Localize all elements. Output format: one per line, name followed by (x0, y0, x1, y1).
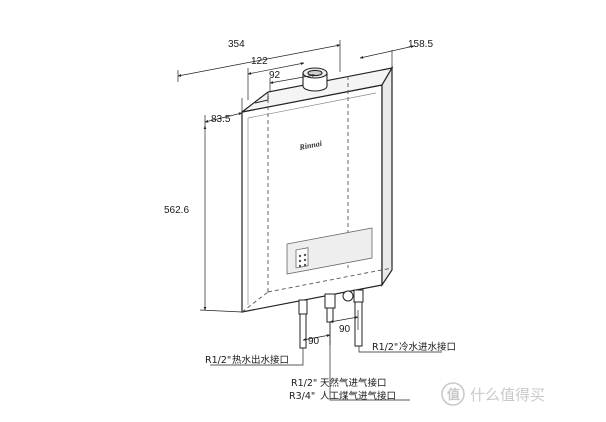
hot-water-label: 热水出水接口 (232, 354, 289, 366)
svg-text:值: 值 (447, 387, 460, 403)
dim-pipe-spacing-left: 90 (308, 336, 320, 347)
heater-body (241, 65, 394, 313)
cold-water-size: R1/2" (372, 342, 398, 353)
hot-water-pipe (298, 299, 308, 349)
dim-top-offset: 83.5 (211, 114, 231, 125)
gas-artificial-label: 人工煤气进气接口 (320, 390, 396, 402)
gas-natural-size: R1/2" (291, 378, 317, 389)
gas-pipe (324, 293, 336, 323)
panel-buttons (298, 253, 307, 268)
leader-lines (210, 322, 442, 401)
hot-water-leader (210, 348, 304, 366)
cold-water-label: 冷水进水接口 (399, 341, 456, 353)
cold-water-pipe (342, 289, 364, 347)
flue-outlet (302, 67, 328, 92)
front-face (241, 84, 383, 313)
hidden-edges (241, 76, 393, 313)
hot-water-size: R1/2" (205, 355, 231, 366)
cold-water-leader (358, 346, 442, 353)
dim-pipe-spacing-right: 90 (339, 324, 351, 335)
gas-leader (329, 322, 410, 401)
dim-flue-span: 122 (251, 56, 268, 67)
gas-artificial-size: R3/4" (289, 391, 315, 402)
smzdm-value-icon: 值 (441, 382, 465, 406)
dim-flue-inner: 92 (269, 70, 281, 81)
dimension-lines (177, 40, 415, 345)
dim-height: 562.6 (164, 205, 189, 216)
gas-natural-label: 天然气进气接口 (320, 377, 387, 389)
display-window (295, 247, 309, 269)
dim-depth: 158.5 (408, 39, 433, 50)
pipes (298, 289, 364, 349)
watermark: 值 什么值得买 (441, 382, 545, 406)
control-panel (286, 227, 373, 275)
side-face (381, 65, 393, 287)
dim-total-width: 354 (228, 39, 245, 50)
watermark-text: 什么值得买 (470, 386, 545, 404)
